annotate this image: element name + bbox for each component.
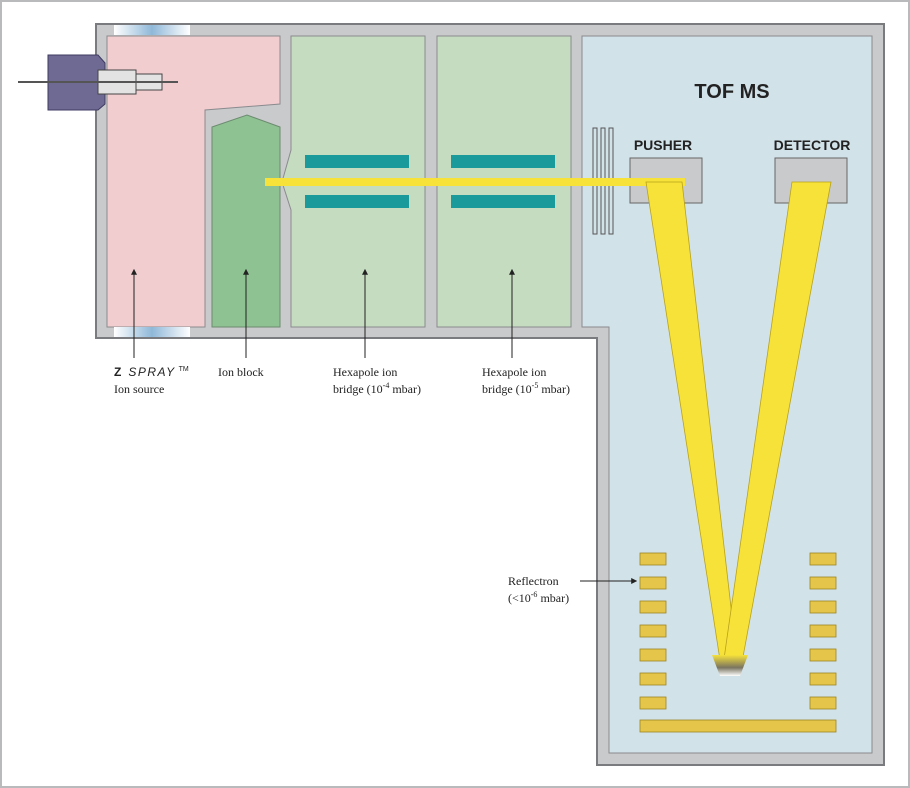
hexapole-2-label-line1: Hexapole ion bbox=[482, 365, 546, 379]
tof-ms-title: TOF MS bbox=[694, 81, 769, 103]
zspray-tm: TM bbox=[179, 366, 189, 373]
pusher-label: PUSHER bbox=[634, 137, 692, 153]
hexapole-rod-2a bbox=[451, 155, 555, 168]
reflectron-plate-r1 bbox=[809, 552, 837, 566]
hex1-pre: bridge (10 bbox=[333, 382, 383, 396]
reflectron-base-plate bbox=[639, 719, 837, 733]
zspray-z: Z bbox=[114, 365, 121, 379]
refl-pre: (<10 bbox=[508, 591, 531, 605]
reflectron-label-line2: (<10-6 mbar) bbox=[508, 590, 569, 605]
hex2-pre: bridge (10 bbox=[482, 382, 532, 396]
zspray-brand: Z SPRAY TM bbox=[114, 365, 189, 379]
reflectron-plate-r7 bbox=[809, 696, 837, 710]
reflectron-plate-r2 bbox=[809, 576, 837, 590]
hexapole-rod-1a bbox=[305, 155, 409, 168]
reflectron-plate-l6 bbox=[639, 672, 667, 686]
reflectron-plate-l3 bbox=[639, 600, 667, 614]
reflectron-plate-r5 bbox=[809, 648, 837, 662]
zspray-sub: Ion source bbox=[114, 382, 164, 396]
detector bbox=[774, 157, 848, 204]
ion-block-label: Ion block bbox=[218, 365, 264, 379]
ion-beam-transfer bbox=[265, 178, 685, 186]
ion-block bbox=[211, 114, 281, 328]
hex1-exp: -4 bbox=[383, 381, 390, 390]
detector-label: DETECTOR bbox=[774, 137, 851, 153]
hexapole-rod-2b bbox=[451, 195, 555, 208]
hex2-post: mbar) bbox=[538, 382, 570, 396]
reflectron-plate-r4 bbox=[809, 624, 837, 638]
flight-path-turn bbox=[712, 655, 748, 676]
reflectron-plate-r6 bbox=[809, 672, 837, 686]
zspray-word: SPRAY bbox=[128, 365, 175, 379]
reflectron-plate-l2 bbox=[639, 576, 667, 590]
esi-probe bbox=[18, 54, 178, 111]
hex1-post: mbar) bbox=[389, 382, 421, 396]
reflectron-plate-l4 bbox=[639, 624, 667, 638]
source-window-bottom bbox=[114, 327, 190, 337]
reflectron-plate-l5 bbox=[639, 648, 667, 662]
reflectron-plate-l7 bbox=[639, 696, 667, 710]
hexapole-1-label-line2: bridge (10-4 mbar) bbox=[333, 381, 421, 396]
reflectron-plate-r3 bbox=[809, 600, 837, 614]
hexapole-1-label-line1: Hexapole ion bbox=[333, 365, 397, 379]
ion-source-chamber bbox=[106, 35, 281, 328]
hexapole-rod-1b bbox=[305, 195, 409, 208]
hex2-exp: -5 bbox=[532, 381, 539, 390]
hexapole-2-label-line2: bridge (10-5 mbar) bbox=[482, 381, 570, 396]
reflectron-label-line1: Reflectron bbox=[508, 574, 559, 588]
refl-exp: -6 bbox=[531, 590, 538, 599]
reflectron bbox=[639, 552, 837, 733]
source-window-top bbox=[114, 25, 190, 35]
refl-post: mbar) bbox=[537, 591, 569, 605]
reflectron-plate-l1 bbox=[639, 552, 667, 566]
